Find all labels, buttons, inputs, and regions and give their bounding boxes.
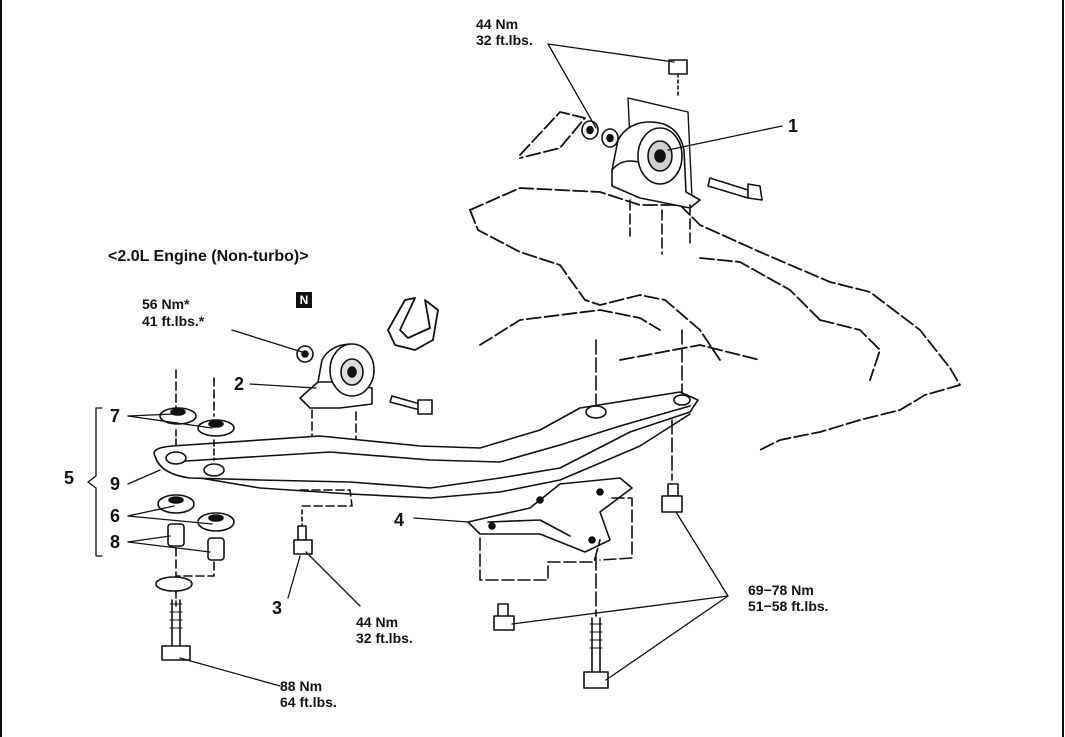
callout-9: 9 <box>110 474 121 494</box>
bolts-69-78nm <box>493 329 683 689</box>
callout-4: 4 <box>394 510 405 530</box>
bolt-88nm <box>161 599 191 661</box>
torque-56-ft: 41 ft.lbs.* <box>142 313 205 329</box>
nut-badge: N <box>296 292 312 308</box>
insulator-stack-right <box>175 377 235 577</box>
callout-5: 5 <box>64 468 75 488</box>
part-2-engine-mount <box>296 343 433 447</box>
callout-8: 8 <box>110 532 121 552</box>
part-1-engine-mount <box>581 59 763 255</box>
torque-44-lower-nm: 44 Nm <box>356 614 399 630</box>
callout-2: 2 <box>234 374 245 394</box>
vehicle-body-outline <box>387 111 961 451</box>
insulator-stack-left <box>155 369 197 607</box>
diagram-title: <2.0L Engine (Non-turbo)> <box>108 248 309 265</box>
callout-1: 1 <box>788 116 799 136</box>
callout-3: 3 <box>272 598 283 618</box>
torque-88-ft: 64 ft.lbs. <box>280 694 337 710</box>
torque-top-nm: 44 Nm <box>476 16 519 32</box>
torque-69-nm: 69−78 Nm <box>748 582 814 598</box>
torque-56-nm: 56 Nm* <box>142 296 190 312</box>
leader-lines <box>87 43 783 687</box>
bolt-44nm-lower <box>293 509 313 555</box>
callout-6: 6 <box>110 506 121 526</box>
torque-69-ft: 51−58 ft.lbs. <box>748 598 829 614</box>
torque-44-lower-ft: 32 ft.lbs. <box>356 630 413 646</box>
part-9-crossmember <box>153 391 699 507</box>
callout-7: 7 <box>110 406 121 426</box>
torque-top-ft: 32 ft.lbs. <box>476 32 533 48</box>
part-4-bracket <box>467 477 633 581</box>
torque-88-nm: 88 Nm <box>280 678 323 694</box>
